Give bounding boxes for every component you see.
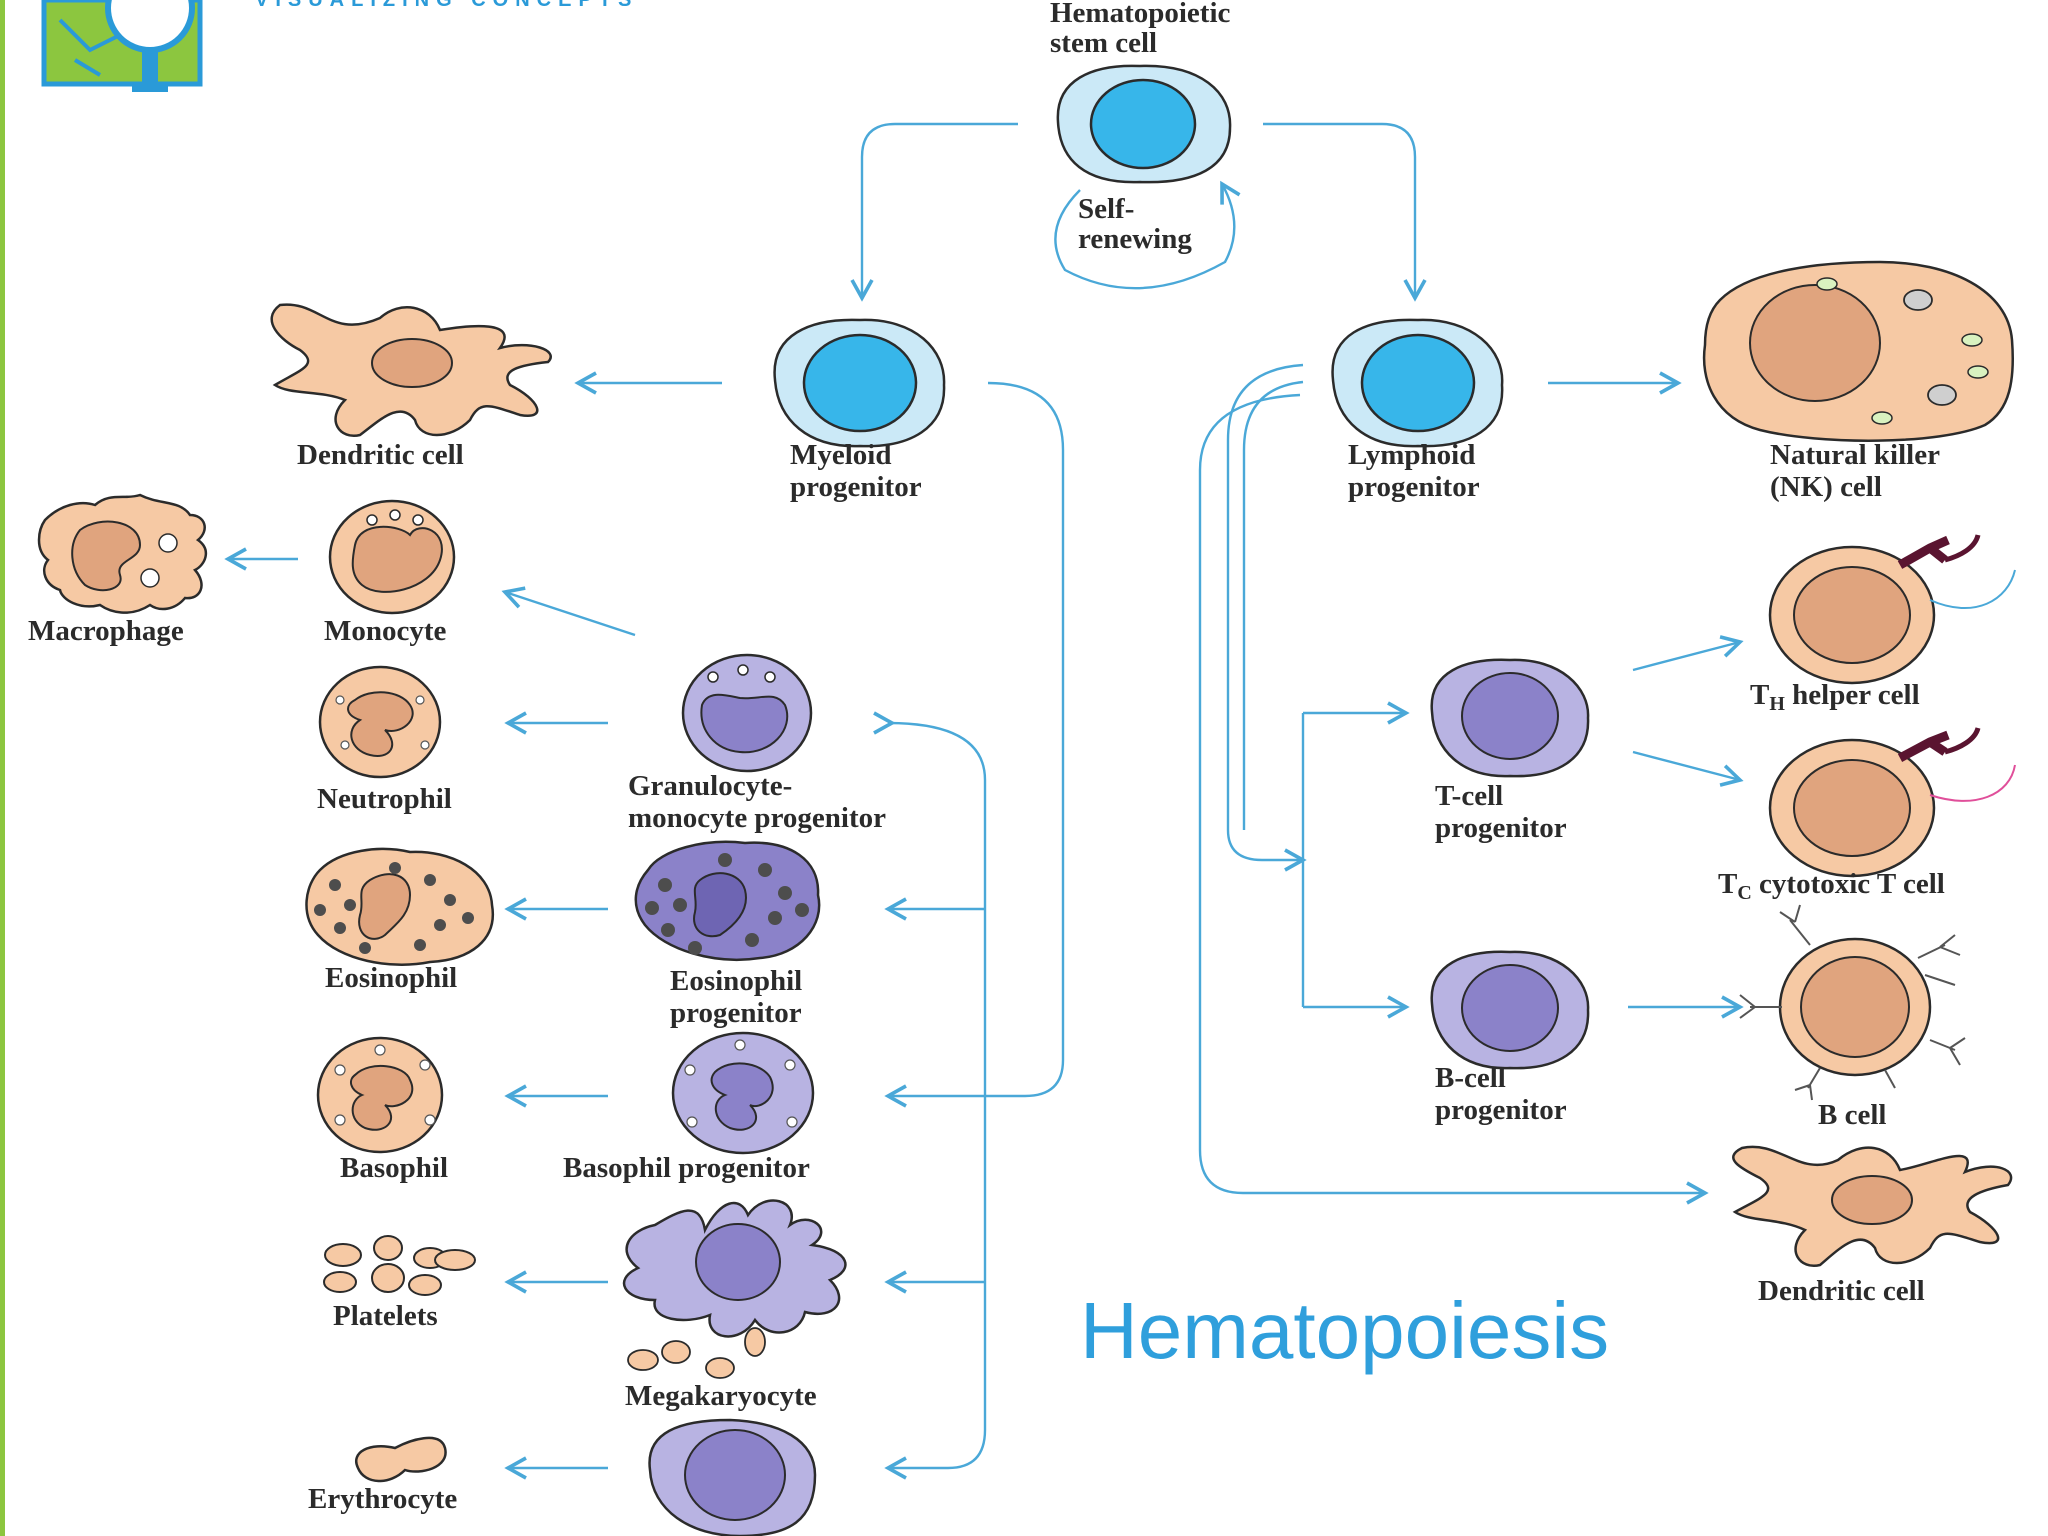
tcell-progenitor-cell — [1430, 658, 1590, 778]
lymphoid-progenitor-cell — [1331, 318, 1504, 448]
svg-text:TC cytotoxic T cell: TC cytotoxic T cell — [1718, 868, 1945, 904]
neutrophil-label: Neutrophil — [317, 783, 452, 815]
basophil-cell — [316, 1036, 444, 1154]
dendritic-right-label: Dendritic cell — [1758, 1275, 1925, 1307]
erythrocyte-cell — [355, 1436, 447, 1483]
neutrophil-cell — [318, 665, 442, 779]
th-prefix: T — [1750, 679, 1769, 711]
left-accent-bar — [0, 0, 5, 1536]
eosinophil-progenitor-label-2: progenitor — [670, 997, 802, 1029]
dendritic-left-label: Dendritic cell — [297, 439, 464, 471]
bcell-prog-label-1: B-cell — [1435, 1062, 1506, 1094]
gm-progenitor-label-2: monocyte progenitor — [628, 802, 886, 834]
bcell-progenitor-cell — [1430, 950, 1590, 1070]
megakaryocyte-label: Megakaryocyte — [625, 1380, 817, 1412]
tcell-prog-label-1: T-cell — [1435, 780, 1503, 812]
tc-label: TC cytotoxic T cell — [1718, 868, 1945, 904]
erythrocyte-label: Erythrocyte — [308, 1483, 457, 1515]
self-renewing-label-1: Self- — [1078, 193, 1134, 225]
connector-arrows — [224, 122, 1744, 1480]
tc-rest: cytotoxic T cell — [1752, 868, 1945, 900]
dendritic-cell-right — [1732, 1145, 2013, 1268]
lymphoid-label-1: Lymphoid — [1348, 439, 1475, 471]
bcell — [1739, 904, 1966, 1101]
stem-cell — [1056, 64, 1232, 184]
basophil-label: Basophil — [340, 1152, 448, 1184]
megakaryocyte-cell — [622, 1199, 847, 1379]
lymphoid-label-2: progenitor — [1348, 471, 1480, 503]
th-helper-cell — [1768, 534, 2016, 685]
svg-text:TH helper cell: TH helper cell — [1750, 679, 1920, 715]
eosinophil-cell — [305, 847, 495, 966]
monocyte-cell — [328, 499, 456, 615]
myeloid-label-1: Myeloid — [790, 439, 892, 471]
tc-cytotoxic-cell — [1768, 727, 2016, 878]
visualizing-concepts-logo-icon — [41, 0, 203, 92]
diagram-caption: Hematopoiesis — [1080, 1286, 1609, 1375]
eosinophil-progenitor-label-1: Eosinophil — [670, 965, 802, 997]
th-subscript: H — [1769, 693, 1785, 715]
nk-cell — [1702, 260, 2014, 442]
myeloid-label-2: progenitor — [790, 471, 922, 503]
stem-cell-label-2: stem cell — [1050, 27, 1157, 59]
nk-label-2: (NK) cell — [1770, 471, 1882, 503]
platelets-cells — [323, 1235, 476, 1296]
tcell-prog-label-2: progenitor — [1435, 812, 1567, 844]
gm-progenitor-cell — [681, 653, 813, 773]
th-rest: helper cell — [1785, 679, 1920, 711]
basophil-progenitor-cell — [671, 1031, 815, 1155]
eosinophil-progenitor-cell — [634, 840, 821, 961]
tc-subscript: C — [1737, 882, 1751, 904]
monocyte-label: Monocyte — [324, 615, 447, 647]
bcell-prog-label-2: progenitor — [1435, 1094, 1567, 1126]
dendritic-cell-left — [270, 303, 552, 438]
stem-cell-label-1: Hematopoietic — [1050, 0, 1231, 29]
header-banner: VISUALIZING CONCEPTS — [255, 0, 638, 11]
tc-prefix: T — [1718, 868, 1737, 900]
macrophage-label: Macrophage — [28, 615, 184, 647]
gm-progenitor-label-1: Granulocyte- — [628, 770, 792, 802]
basophil-progenitor-label: Basophil progenitor — [563, 1152, 810, 1184]
myeloid-progenitor-cell — [773, 318, 946, 448]
self-renewing-label-2: renewing — [1078, 223, 1192, 255]
eosinophil-label: Eosinophil — [325, 962, 457, 994]
platelets-label: Platelets — [333, 1300, 438, 1332]
nk-label-1: Natural killer — [1770, 439, 1940, 471]
th-label: TH helper cell — [1750, 679, 1920, 715]
macrophage-cell — [37, 493, 208, 614]
bcell-label: B cell — [1818, 1099, 1886, 1131]
erythroid-progenitor-cell — [648, 1418, 817, 1536]
